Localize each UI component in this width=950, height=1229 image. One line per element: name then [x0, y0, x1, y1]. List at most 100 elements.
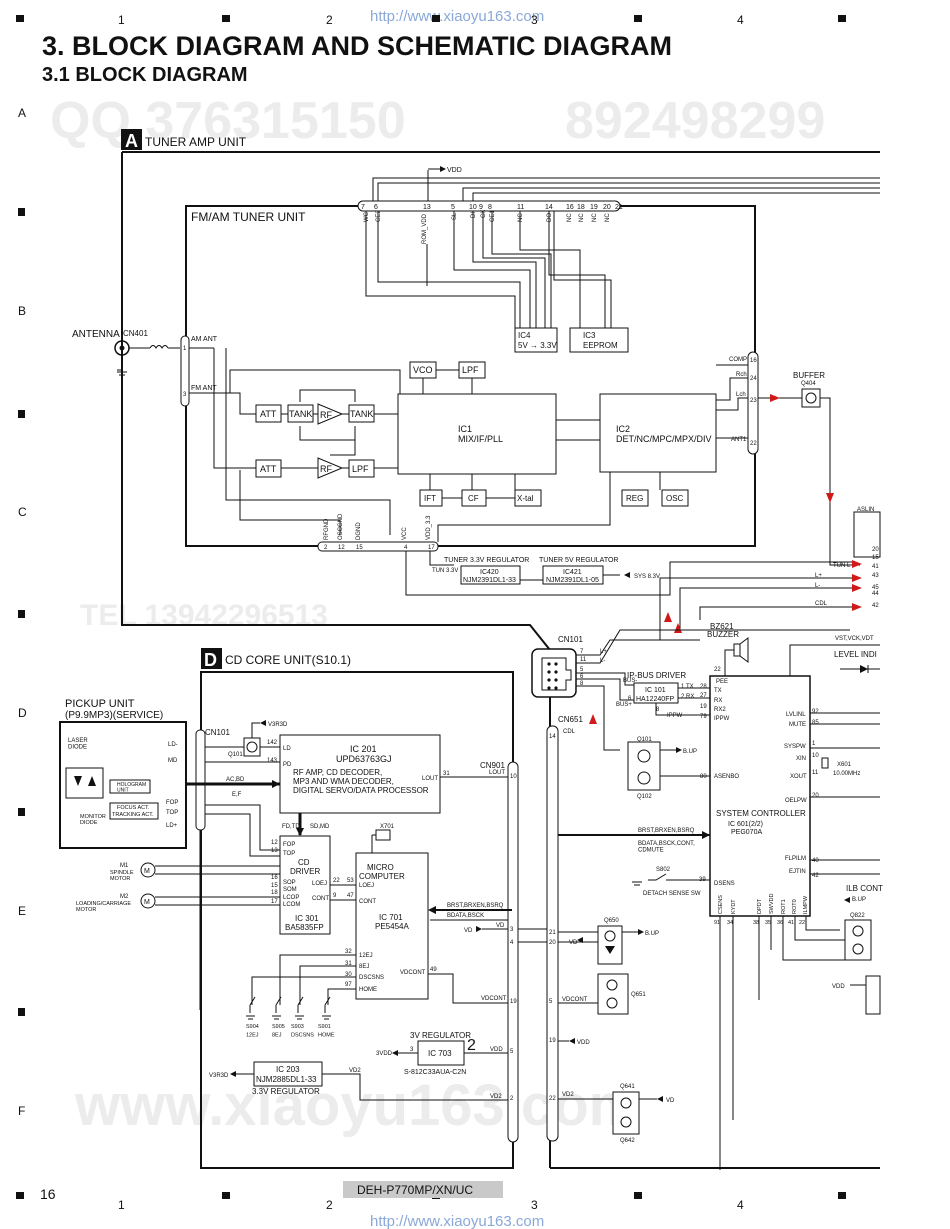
- cn651-label: CN651: [558, 715, 583, 724]
- svg-text:41: 41: [872, 564, 879, 570]
- svg-text:10: 10: [812, 753, 819, 759]
- svg-text:TOP: TOP: [166, 810, 178, 816]
- svg-text:6: 6: [628, 696, 632, 702]
- svg-text:IC 601(2/2): IC 601(2/2): [728, 821, 763, 828]
- svg-text:IC420: IC420: [480, 569, 499, 576]
- xtal-box: [514, 489, 542, 507]
- svg-text:OELPW: OELPW: [785, 798, 807, 804]
- svg-text:NJM2885DL1-33: NJM2885DL1-33: [256, 1075, 317, 1084]
- svg-text:12: 12: [271, 840, 278, 846]
- tuner-right-pins: 16 24 23 22: [750, 358, 757, 447]
- svg-text:24: 24: [750, 376, 757, 382]
- svg-text:VDCONT: VDCONT: [562, 997, 588, 1003]
- bottom-url[interactable]: http://www.xiaoyu163.com: [370, 1213, 544, 1229]
- svg-text:21: 21: [615, 204, 623, 211]
- svg-text:VDCONT: VDCONT: [400, 970, 426, 976]
- svg-text:3: 3: [410, 1047, 414, 1053]
- svg-text:19: 19: [549, 1038, 556, 1044]
- svg-text:20: 20: [549, 940, 556, 946]
- svg-text:ATT: ATT: [260, 464, 277, 474]
- svg-text:1: 1: [681, 684, 685, 690]
- svg-text:2: 2: [510, 1096, 514, 1102]
- reg3v-title: 3V REGULATOR: [410, 1031, 471, 1040]
- watermark-www: www.xiaoyu163.com: [74, 1073, 640, 1138]
- svg-text:ROT0: ROT0: [792, 899, 798, 914]
- svg-text:L-: L-: [600, 658, 605, 664]
- svg-text:ANT1: ANT1: [731, 437, 747, 443]
- svg-text:WC: WC: [364, 211, 370, 222]
- svg-text:CE1: CE1: [490, 210, 496, 222]
- tank-box-1: [287, 404, 314, 423]
- detach-switch-icon: [648, 873, 678, 881]
- svg-text:FOCUS ACT.: FOCUS ACT.: [117, 805, 150, 811]
- svg-text:D: D: [18, 706, 27, 720]
- svg-text:IC 101: IC 101: [645, 687, 666, 694]
- svg-text:TRACKING ACT.: TRACKING ACT.: [112, 812, 154, 818]
- svg-text:12: 12: [338, 545, 345, 551]
- svg-text:85: 85: [812, 720, 819, 726]
- svg-text:DPDT: DPDT: [757, 898, 763, 914]
- vdd-arrow: [440, 166, 446, 172]
- ic301-box: [279, 835, 331, 935]
- svg-text:16: 16: [750, 358, 757, 364]
- svg-text:LOUT: LOUT: [422, 776, 438, 782]
- tuner-title: FM/AM TUNER UNIT: [191, 210, 306, 224]
- svg-text:MD: MD: [168, 758, 178, 764]
- q101-q102-icon: [627, 741, 661, 791]
- section-a-title: TUNER AMP UNIT: [145, 135, 247, 149]
- svg-text:Rch: Rch: [736, 372, 747, 378]
- svg-text:Q642: Q642: [620, 1138, 635, 1144]
- svg-text:14: 14: [545, 204, 553, 211]
- svg-text:COMPUTER: COMPUTER: [359, 872, 405, 881]
- svg-text:1: 1: [118, 1198, 125, 1212]
- top-url[interactable]: http://www.xiaoyu163.com: [370, 8, 544, 25]
- svg-text:3VDD: 3VDD: [376, 1051, 393, 1057]
- svg-text:LD+: LD+: [166, 823, 178, 829]
- watermark-qq: QQ 376315150: [50, 92, 406, 150]
- svg-text:11: 11: [812, 770, 819, 776]
- svg-text:DO: DO: [547, 213, 553, 222]
- model-box: [343, 1181, 503, 1198]
- watermark-num: 892498299: [565, 92, 825, 150]
- ic4-box: [514, 327, 558, 353]
- svg-text:LD-: LD-: [168, 742, 178, 748]
- svg-text:VDD: VDD: [832, 984, 845, 990]
- svg-text:32: 32: [345, 949, 352, 955]
- svg-text:M2: M2: [120, 894, 129, 900]
- svg-text:VD2: VD2: [490, 1094, 502, 1100]
- svg-text:5: 5: [580, 667, 584, 673]
- svg-text:EJTIN: EJTIN: [789, 869, 806, 875]
- svg-text:V3R3D: V3R3D: [268, 722, 288, 728]
- svg-text:4: 4: [737, 1198, 744, 1212]
- svg-text:SD,MD: SD,MD: [310, 824, 330, 830]
- svg-text:47: 47: [347, 893, 354, 899]
- svg-text:ROM_VDD: ROM_VDD: [422, 213, 428, 244]
- svg-text:RF AMP, CD DECODER,: RF AMP, CD DECODER,: [293, 768, 382, 777]
- svg-text:XOUT: XOUT: [790, 774, 807, 780]
- svg-text:IFT: IFT: [424, 494, 436, 503]
- svg-text:NC: NC: [605, 213, 611, 222]
- svg-text:S802: S802: [656, 867, 671, 873]
- svg-text:42: 42: [812, 873, 819, 879]
- svg-text:22: 22: [549, 1096, 556, 1102]
- cn401-label: CN401: [123, 329, 148, 338]
- pickup-title: PICKUP UNIT: [65, 698, 135, 710]
- svg-text:7: 7: [580, 649, 584, 655]
- svg-text:M: M: [144, 899, 150, 906]
- svg-text:IC 301: IC 301: [295, 914, 319, 923]
- svg-text:1: 1: [812, 741, 816, 747]
- tuner-right-connector: [747, 351, 759, 455]
- cn101-cd-label: CN101: [205, 728, 230, 737]
- svg-text:5: 5: [510, 1049, 514, 1055]
- svg-text:TUN 3.3V: TUN 3.3V: [432, 568, 458, 574]
- svg-text:FLPILM: FLPILM: [785, 856, 806, 862]
- svg-text:ATT: ATT: [260, 409, 277, 419]
- svg-text:VDCONT: VDCONT: [481, 996, 507, 1002]
- q650-icon: [597, 925, 623, 965]
- svg-text:CF: CF: [468, 494, 479, 503]
- svg-text:4: 4: [404, 545, 408, 551]
